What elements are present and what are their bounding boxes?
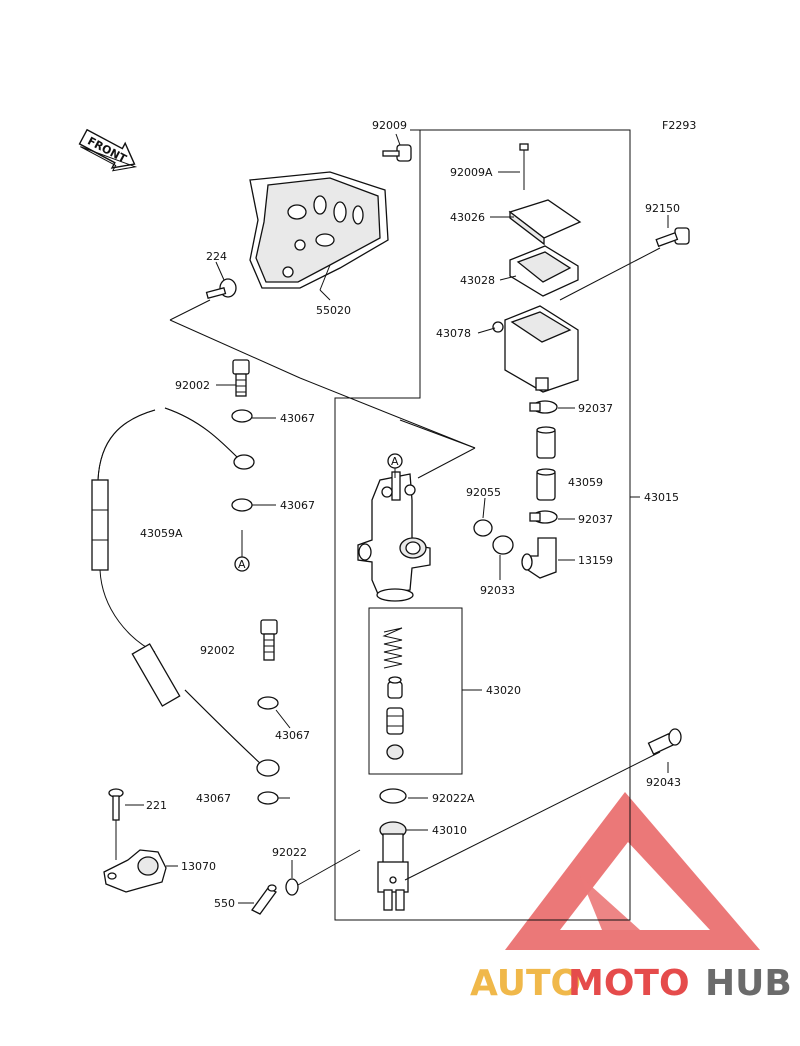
label-92037-bottom: 92037	[578, 513, 613, 526]
watermark-moto: MOTO	[568, 963, 690, 1004]
hose-43059-lower	[536, 468, 556, 501]
pin-92043	[647, 728, 682, 755]
figure-code: F2293	[662, 119, 696, 132]
clamp-92037-bottom	[529, 510, 558, 524]
label-43067-d: 43067	[196, 792, 231, 805]
watermark-auto: AUTO	[470, 963, 581, 1004]
label-43026: 43026	[450, 211, 485, 224]
hose-43059-upper	[536, 426, 556, 459]
label-92037-top: 92037	[578, 402, 613, 415]
watermark-logo	[505, 792, 760, 950]
cap-43026	[508, 199, 582, 246]
screw-221	[108, 788, 124, 860]
elbow-13159	[521, 537, 557, 579]
cotter-pin-550	[251, 884, 277, 915]
label-92022A: 92022A	[432, 792, 475, 805]
banjo-bolt-92002-mid	[260, 619, 278, 661]
label-92002-mid: 92002	[200, 644, 235, 657]
piston-kit-43020	[368, 607, 463, 775]
assembly-frame-lines	[169, 129, 640, 921]
bolt-92150	[559, 227, 690, 301]
push-rod-43010	[377, 751, 661, 911]
label-43067-c: 43067	[275, 729, 310, 742]
watermark-text: AUTO MOTO HUB	[470, 963, 792, 1004]
washer-92022	[285, 878, 299, 896]
label-92055: 92055	[466, 486, 501, 499]
label-43067-a: 43067	[280, 412, 315, 425]
circlip-92033	[492, 535, 514, 555]
label-55020: 55020	[316, 304, 351, 317]
callout-a-left: A	[234, 530, 250, 572]
clamp-13070	[103, 849, 167, 893]
label-92150: 92150	[645, 202, 680, 215]
label-43028: 43028	[460, 274, 495, 287]
label-92022: 92022	[272, 846, 307, 859]
label-224: 224	[206, 250, 227, 263]
washer-43067-a	[231, 409, 253, 423]
washer-43067-c	[257, 696, 279, 710]
label-43010: 43010	[432, 824, 467, 837]
front-arrow: FRONT	[78, 128, 138, 172]
part-labels: 92009 92009A 43026 92150 43028 224 55020…	[140, 119, 681, 910]
reservoir-43078	[492, 305, 579, 393]
callout-a-top: A	[387, 453, 403, 478]
bolt-92009	[382, 144, 412, 162]
watermark-hub: HUB	[705, 963, 792, 1004]
clamp-92037-top	[529, 400, 558, 414]
callout-a-top-text: A	[391, 455, 399, 468]
label-43020: 43020	[486, 684, 521, 697]
o-ring-92055	[473, 519, 493, 537]
label-92002-top: 92002	[175, 379, 210, 392]
washer-43067-b	[231, 498, 253, 512]
label-43015: 43015	[644, 491, 679, 504]
label-221: 221	[146, 799, 167, 812]
bolt-224	[205, 278, 237, 300]
label-43059A: 43059A	[140, 527, 183, 540]
label-43067-b: 43067	[280, 499, 315, 512]
diaphragm-43028	[509, 245, 579, 297]
circlip-92022A	[379, 788, 407, 804]
label-43059: 43059	[568, 476, 603, 489]
bracket-55020	[249, 171, 389, 291]
label-550: 550	[214, 897, 235, 910]
label-13159: 13159	[578, 554, 613, 567]
label-92033: 92033	[480, 584, 515, 597]
label-92009: 92009	[372, 119, 407, 132]
label-13070: 13070	[181, 860, 216, 873]
washer-43067-d	[257, 791, 279, 805]
brake-hose-43059A	[91, 407, 280, 777]
banjo-bolt-92002-top	[232, 359, 250, 397]
label-92043: 92043	[646, 776, 681, 789]
label-43078: 43078	[436, 327, 471, 340]
leader-lines	[125, 133, 669, 904]
label-92009A: 92009A	[450, 166, 493, 179]
callout-a-left-text: A	[238, 558, 246, 571]
screw-92009A	[519, 143, 529, 190]
master-cylinder-body	[357, 471, 431, 602]
